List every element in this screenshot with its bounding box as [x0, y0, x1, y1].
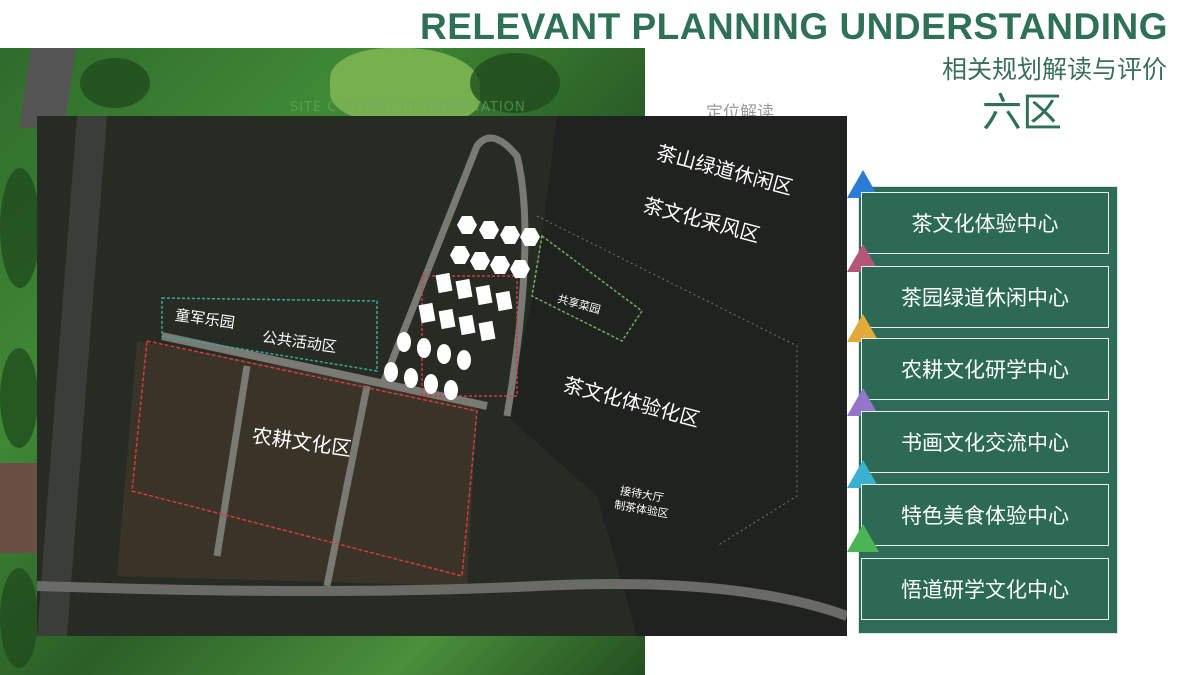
center-item-calligraphy-exchange[interactable]: 书画文化交流中心 [861, 411, 1109, 473]
farmland [117, 341, 477, 586]
marker-triangle-icon [847, 524, 879, 552]
tree-shape [470, 53, 560, 113]
section-title: 六区 [982, 90, 1062, 136]
farm-road-1 [213, 365, 251, 557]
tree-shape [0, 168, 40, 288]
garden-outline [531, 234, 644, 342]
tree-shape [80, 58, 150, 108]
tree-shape [0, 348, 38, 448]
center-item-farming-research[interactable]: 农耕文化研学中心 [861, 338, 1109, 400]
dark-forest [507, 116, 847, 636]
access-road [161, 332, 488, 410]
hill-road [378, 134, 529, 417]
page-title-chinese: 相关规划解读与评价 [941, 55, 1167, 84]
center-item-tea-culture-experience[interactable]: 茶文化体验中心 [861, 192, 1109, 254]
map-graphics [37, 116, 847, 636]
red-block-outline [421, 275, 518, 397]
building-cluster [384, 216, 540, 400]
ghost-english-text: SITE CONTEXT INTERPRETATION [290, 100, 526, 115]
page-title-english: RELEVANT PLANNING UNDERSTANDING [420, 6, 1168, 47]
railway-band [37, 116, 107, 636]
marker-triangle-icon [847, 460, 879, 488]
center-item-enlightenment-study[interactable]: 悟道研学文化中心 [861, 558, 1109, 620]
tea-zone-outline [536, 215, 798, 547]
marker-triangle-icon [847, 314, 879, 342]
youth-park-outline [161, 297, 378, 372]
tree-shape [0, 568, 38, 668]
main-road [37, 579, 847, 621]
house-shape [0, 463, 40, 553]
farm-zone-outline [131, 340, 478, 577]
planning-map: 茶山绿道休闲区 茶文化采风区 共享菜园 童军乐园 公共活动区 茶文化体验化区 农… [37, 116, 847, 636]
center-item-food-experience[interactable]: 特色美食体验中心 [861, 484, 1109, 546]
center-item-tea-garden-greenway[interactable]: 茶园绿道休闲中心 [861, 266, 1109, 328]
farm-road-2 [323, 385, 371, 587]
lawn-shape [330, 48, 480, 123]
